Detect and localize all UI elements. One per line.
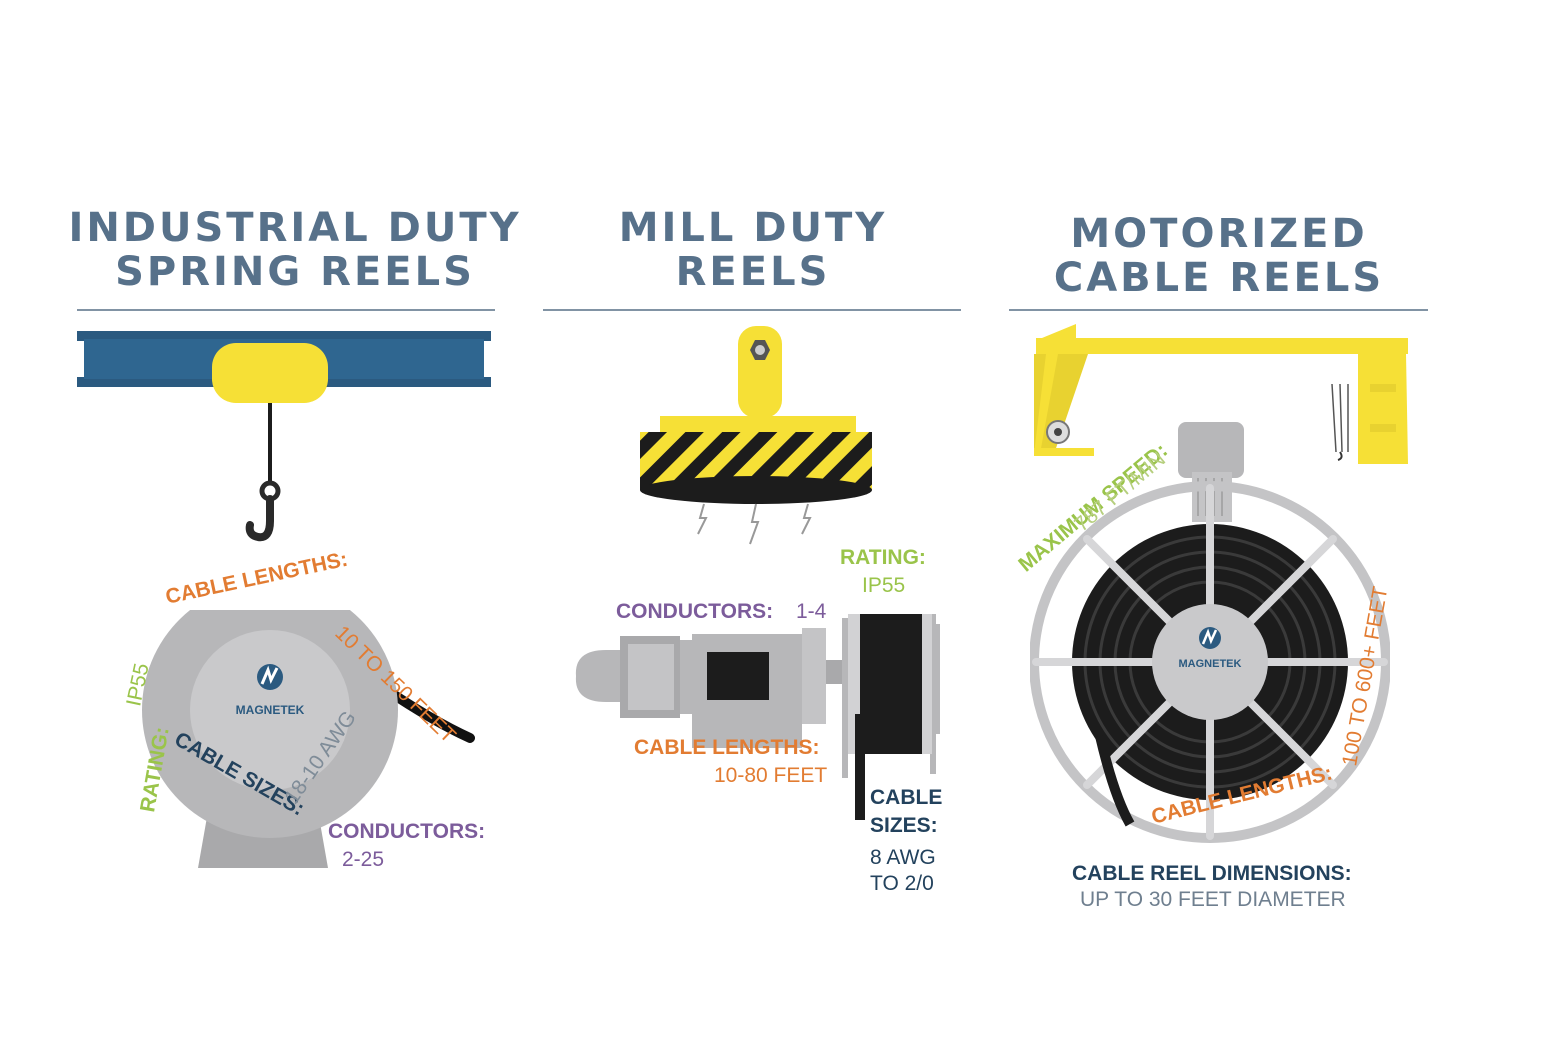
title-line-1: MILL DUTY [618,205,888,251]
title-mill-duty: MILL DUTY REELS [545,206,961,294]
industrial-cable-lengths-label: CABLE LENGTHS: [163,547,350,609]
mill-conductors-value: 1-4 [796,600,827,623]
divider-2 [543,309,961,311]
title-line-1: MOTORIZED [1070,211,1368,257]
gantry-crane-icon [1034,324,1408,464]
title-line-2: SPRING REELS [115,249,475,295]
svg-text:MAGNETEK: MAGNETEK [236,703,305,717]
mill-cable-sizes-label-2: SIZES: [870,814,938,837]
title-line-2: CABLE REELS [1053,255,1385,301]
i-beam-hoist-icon [77,331,491,542]
title-motorized: MOTORIZED CABLE REELS [1010,212,1428,300]
mill-rating-label: RATING: [840,546,926,569]
magnetek-logo-icon: MAGNETEK [1179,627,1242,670]
svg-text:MAGNETEK: MAGNETEK [1179,658,1242,670]
motorized-reel-icon: MAGNETEK [1030,422,1390,843]
industrial-conductors-label: CONDUCTORS: [328,820,486,843]
cable-reel-dimensions-value: UP TO 30 FEET DIAMETER [1080,888,1346,911]
mill-cable-sizes-label-1: CABLE [870,786,943,809]
mill-rating-value: IP55 [862,574,906,597]
mill-conductors-label: CONDUCTORS: [616,600,774,623]
industrial-conductors-value: 2-25 [342,848,385,871]
divider-1 [77,309,495,311]
title-industrial-duty: INDUSTRIAL DUTY SPRING REELS [60,206,530,294]
crane-hook-icon [245,480,281,542]
mill-cable-sizes-value-1: 8 AWG [870,846,936,869]
mill-cable-sizes-value-2: TO 2/0 [870,872,934,895]
cable-reel-dimensions-label: CABLE REEL DIMENSIONS: [1072,862,1352,885]
mill-cable-lengths-value: 10-80 FEET [714,764,828,787]
spring-reel-icon: MAGNETEK [142,610,475,868]
title-line-2: REELS [675,249,831,295]
magnetek-logo-icon: MAGNETEK [236,664,305,717]
mill-reel-icon [575,614,940,820]
title-line-1: INDUSTRIAL DUTY [68,205,522,251]
mill-cable-lengths-label: CABLE LENGTHS: [634,736,820,759]
lifting-magnet-icon [640,326,872,545]
divider-3 [1009,309,1428,311]
